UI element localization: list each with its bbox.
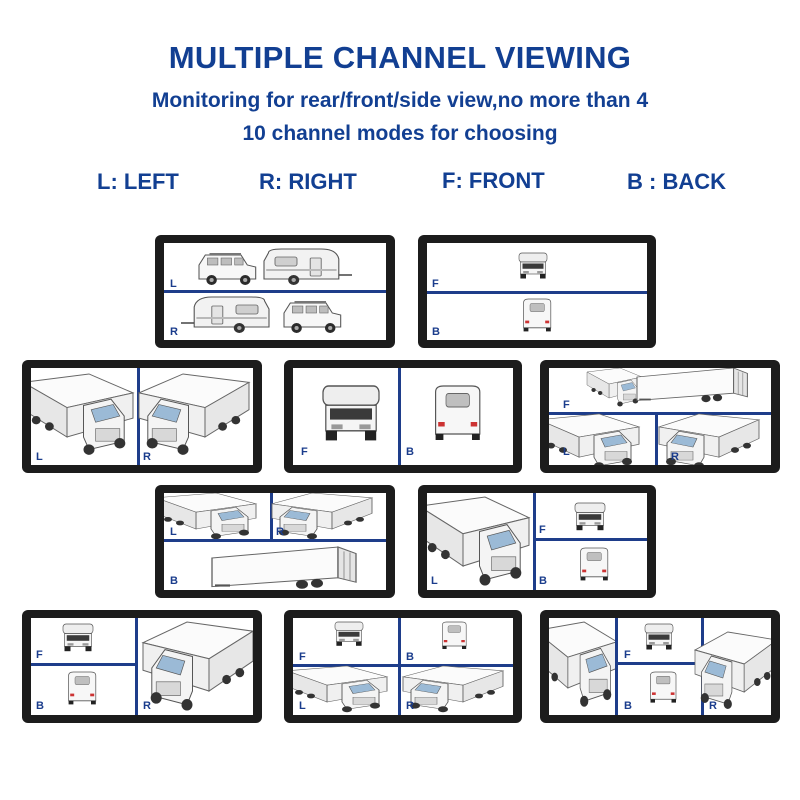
mode-5-screen: F L R [540,360,780,473]
label-front: F [36,649,43,661]
label-right: R [143,451,151,463]
label-right: R [406,700,414,712]
mode-1-screen: L R [155,235,395,348]
legend-left: L: LEFT [97,169,179,194]
label-left: L [170,278,177,290]
label-back: B [624,700,632,712]
label-front: F [432,278,439,290]
label-left: L [36,451,43,463]
label-back: B [36,700,44,712]
label-right: R [276,526,284,538]
mode-8-screen: F B R [22,610,262,723]
mode-3-screen: L R [22,360,262,473]
label-front: F [624,649,631,661]
label-left: L [170,526,177,538]
label-back: B [170,575,178,587]
subtitle-monitoring: Monitoring for rear/front/side view,no m… [151,89,649,112]
page-title: MULTIPLE CHANNEL VIEWING [168,40,632,75]
mode-2-screen: F B [418,235,656,348]
label-front: F [299,651,306,663]
label-front: F [563,399,570,411]
mode-10-screen: F B R [540,610,780,723]
mode-6-screen: L R B [155,485,395,598]
label-left: L [431,575,438,587]
label-back: B [406,446,414,458]
mode-7-screen: L F B [418,485,656,598]
legend-back: B : BACK [627,169,726,194]
label-front: F [301,446,308,458]
label-left: L [299,700,306,712]
label-left: L [563,446,570,458]
mode-4-screen: F B [284,360,522,473]
label-right: R [671,451,679,463]
legend-right: R: RIGHT [259,169,357,194]
label-right: R [709,700,717,712]
label-back: B [539,575,547,587]
label-front: F [539,524,546,536]
label-back: B [432,326,440,338]
legend-front: F: FRONT [442,168,545,193]
label-right: R [143,700,151,712]
label-back: B [406,651,414,663]
mode-9-screen: F B L R [284,610,522,723]
subtitle-modes: 10 channel modes for choosing [242,122,558,145]
label-right: R [170,326,178,338]
